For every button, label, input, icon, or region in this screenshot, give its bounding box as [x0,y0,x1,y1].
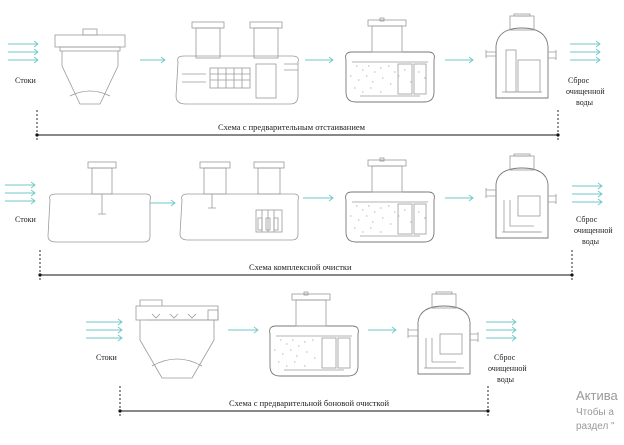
double-sump-tank [175,21,299,105]
scheme-1-inlet-label: Стоки [15,76,37,85]
vertical-separator [407,291,479,375]
rect-sump-tank [47,161,151,243]
scheme-3-flow-arrow-2 [368,326,397,334]
scheme-2-outlet-label-line3: воды [582,237,600,246]
scheme-2-caption: Схема комплексной очистки [249,262,352,272]
biofilter-tank [269,291,359,377]
scheme-2-flow-arrow-3 [445,194,474,202]
boom-cone-tank [135,299,219,379]
watermark-line-1: Актива [576,388,618,403]
scheme-2-outlet-label-line1: Сброс [576,215,598,224]
scheme-3-outlet-label-line2: очищенной [488,364,527,373]
vertical-separator [485,13,557,99]
rect-double-sump-tank [179,161,299,241]
scheme-1-outlet-label-line3: воды [576,98,594,107]
biofilter-tank [345,157,435,243]
scheme-1-flow-arrow-2 [305,56,334,64]
scheme-3: Стоки [86,291,527,416]
scheme-1: Стоки [8,13,605,140]
scheme-2: Стоки [5,153,613,280]
scheme-2-flow-arrow-2 [303,194,334,202]
scheme-3-outlet-label-line3: воды [497,375,515,384]
scheme-3-inlet-arrows [86,318,123,342]
watermark-line-3: раздел " [576,421,615,432]
scheme-1-outlet-label-line2: очищенной [566,87,605,96]
scheme-2-inlet-label: Стоки [15,215,37,224]
scheme-2-flow-arrow-1 [150,199,176,207]
scheme-3-inlet-label: Стоки [96,353,118,362]
scheme-3-caption: Схема с предварительной боновой очисткой [229,398,389,408]
scheme-2-outlet-label-line2: очищенной [574,226,613,235]
scheme-3-flow-arrow-1 [228,326,259,334]
scheme-1-outlet-arrows [570,40,601,64]
scheme-3-outlet-arrows [486,318,517,342]
watermark-line-2: Чтобы а [576,406,614,418]
scheme-1-caption: Схема с предварительным отстаиванием [218,122,366,132]
scheme-2-inlet-arrows [5,181,36,205]
biofilter-tank [345,17,435,103]
scheme-1-flow-arrow-3 [445,56,474,64]
scheme-2-outlet-arrows [572,182,603,206]
settling-cone-tank [54,28,126,105]
vertical-separator [485,153,557,239]
scheme-3-outlet-label-line1: Сброс [494,353,516,362]
scheme-1-inlet-arrows [8,40,39,64]
activation-watermark: Актива Чтобы а раздел " [576,388,618,432]
scheme-1-flow-arrow-1 [140,56,166,64]
scheme-1-outlet-label-line1: Сброс [568,76,590,85]
